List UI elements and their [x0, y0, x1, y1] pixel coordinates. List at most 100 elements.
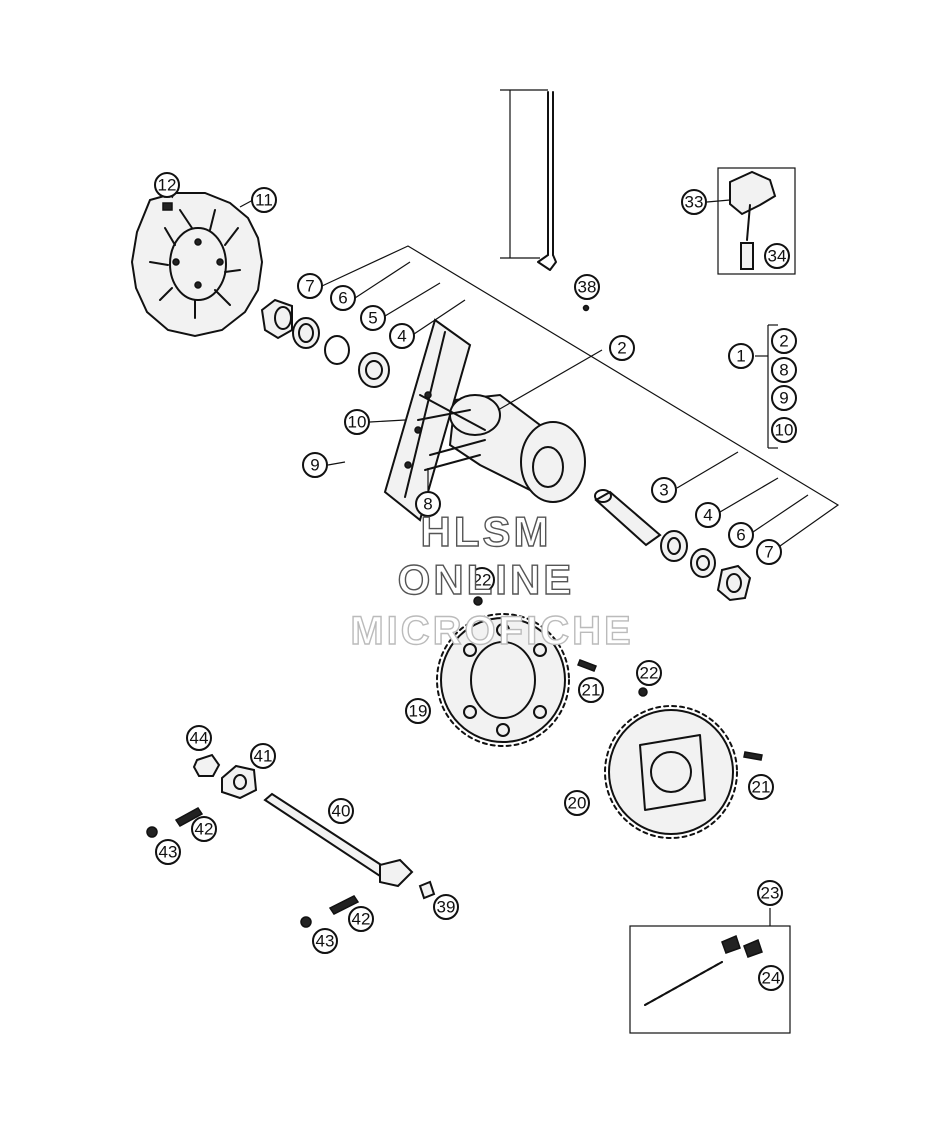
- callout-40[interactable]: 40: [328, 798, 354, 824]
- disc-screw[interactable]: [162, 202, 173, 211]
- svg-text:22: 22: [473, 571, 492, 590]
- svg-text:5: 5: [368, 309, 377, 328]
- valve-cap[interactable]: [729, 170, 777, 270]
- svg-text:7: 7: [764, 543, 773, 562]
- svg-text:19: 19: [409, 702, 428, 721]
- circlip[interactable]: [324, 335, 350, 365]
- spacer-tube[interactable]: [594, 489, 662, 547]
- svg-text:2: 2: [779, 332, 788, 351]
- callout-34[interactable]: 34: [764, 243, 790, 269]
- hub[interactable]: [417, 393, 586, 503]
- svg-text:11: 11: [255, 191, 273, 210]
- callout-9-nipple[interactable]: 9: [302, 452, 328, 478]
- distance-bushing-right[interactable]: [716, 564, 752, 602]
- callout-23[interactable]: 23: [757, 880, 783, 906]
- svg-text:9: 9: [779, 389, 788, 408]
- callout-21-left[interactable]: 21: [578, 677, 604, 703]
- svg-text:39: 39: [437, 898, 456, 917]
- svg-text:12: 12: [158, 176, 177, 195]
- svg-text:33: 33: [685, 193, 704, 212]
- callout-22-right[interactable]: 22: [636, 660, 662, 686]
- svg-text:4: 4: [397, 327, 406, 346]
- callout-24[interactable]: 24: [758, 965, 784, 991]
- valve-box: [717, 167, 796, 275]
- callout-4-right[interactable]: 4: [695, 502, 721, 528]
- shaft-seal-right[interactable]: [690, 548, 716, 578]
- svg-text:42: 42: [195, 820, 214, 839]
- callout-21-right[interactable]: 21: [748, 774, 774, 800]
- rim[interactable]: [383, 318, 472, 522]
- callout-44[interactable]: 44: [186, 725, 212, 751]
- callout-4-left[interactable]: 4: [389, 323, 415, 349]
- svg-text:8: 8: [779, 361, 788, 380]
- chain-adjuster[interactable]: [221, 764, 258, 800]
- shaft-seal-left[interactable]: [292, 317, 320, 349]
- svg-text:44: 44: [190, 729, 209, 748]
- bearing-right[interactable]: [660, 530, 688, 562]
- callout-41[interactable]: 41: [250, 743, 276, 769]
- watermark-line1: HLSM: [421, 508, 552, 555]
- callout-7-right[interactable]: 7: [756, 539, 782, 565]
- svg-text:38: 38: [578, 278, 597, 297]
- sprocket-screws[interactable]: [577, 659, 763, 761]
- callout-6-left[interactable]: 6: [330, 285, 356, 311]
- svg-text:9: 9: [310, 456, 319, 475]
- spoke[interactable]: [500, 89, 557, 271]
- svg-text:10: 10: [775, 421, 794, 440]
- callout-3[interactable]: 3: [651, 477, 677, 503]
- callout-22-top[interactable]: 22: [469, 567, 495, 593]
- callout-19[interactable]: 19: [405, 698, 431, 724]
- callout-9-group[interactable]: 9: [771, 385, 797, 411]
- callout-42-left[interactable]: 42: [191, 816, 217, 842]
- svg-text:22: 22: [640, 664, 659, 683]
- callout-20[interactable]: 20: [564, 790, 590, 816]
- wheel-spindle[interactable]: [263, 792, 414, 888]
- svg-text:40: 40: [332, 802, 351, 821]
- svg-text:42: 42: [352, 910, 371, 929]
- callout-7-left[interactable]: 7: [297, 273, 323, 299]
- chain[interactable]: [644, 961, 723, 1006]
- callout-1[interactable]: 1: [728, 343, 754, 369]
- sprocket-large[interactable]: [436, 613, 570, 747]
- callout-8-spoke[interactable]: 8: [415, 491, 441, 517]
- svg-text:8: 8: [423, 495, 432, 514]
- distance-bushing-left[interactable]: [260, 298, 293, 340]
- watermark: HLSM ONLINE MICROFICHE: [350, 507, 632, 653]
- svg-text:24: 24: [762, 969, 781, 988]
- svg-text:10: 10: [348, 413, 367, 432]
- svg-text:43: 43: [316, 932, 335, 951]
- hex-nuts[interactable]: [146, 826, 312, 928]
- brake-disc[interactable]: [130, 192, 264, 338]
- callout-10-rim[interactable]: 10: [344, 409, 370, 435]
- callout-43-left[interactable]: 43: [155, 839, 181, 865]
- svg-text:21: 21: [752, 778, 771, 797]
- sprocket-nuts[interactable]: [473, 304, 648, 697]
- callout-2-group[interactable]: 2: [771, 328, 797, 354]
- callout-6-right[interactable]: 6: [728, 522, 754, 548]
- callout-5[interactable]: 5: [360, 305, 386, 331]
- sprocket-steel[interactable]: [604, 705, 738, 839]
- callout-8-group[interactable]: 8: [771, 357, 797, 383]
- collar-nut[interactable]: [192, 753, 221, 777]
- svg-text:3: 3: [659, 481, 668, 500]
- adjusting-screws[interactable]: [174, 807, 360, 915]
- callout-10-group[interactable]: 10: [771, 417, 797, 443]
- svg-text:2: 2: [617, 339, 626, 358]
- callout-12[interactable]: 12: [154, 172, 180, 198]
- svg-text:20: 20: [568, 794, 587, 813]
- callout-33[interactable]: 33: [681, 189, 707, 215]
- bearing-left[interactable]: [358, 352, 390, 388]
- svg-text:43: 43: [159, 843, 178, 862]
- svg-text:23: 23: [761, 884, 780, 903]
- chain-joint[interactable]: [721, 934, 763, 958]
- svg-text:1: 1: [736, 347, 745, 366]
- callout-43-bottom[interactable]: 43: [312, 928, 338, 954]
- callout-38[interactable]: 38: [574, 274, 600, 300]
- callout-11[interactable]: 11: [251, 187, 277, 213]
- watermark-line2: ONLINE: [398, 556, 575, 603]
- callout-39[interactable]: 39: [433, 894, 459, 920]
- callout-42-bottom[interactable]: 42: [348, 906, 374, 932]
- spindle-cap[interactable]: [418, 880, 436, 900]
- callout-2-hub[interactable]: 2: [609, 335, 635, 361]
